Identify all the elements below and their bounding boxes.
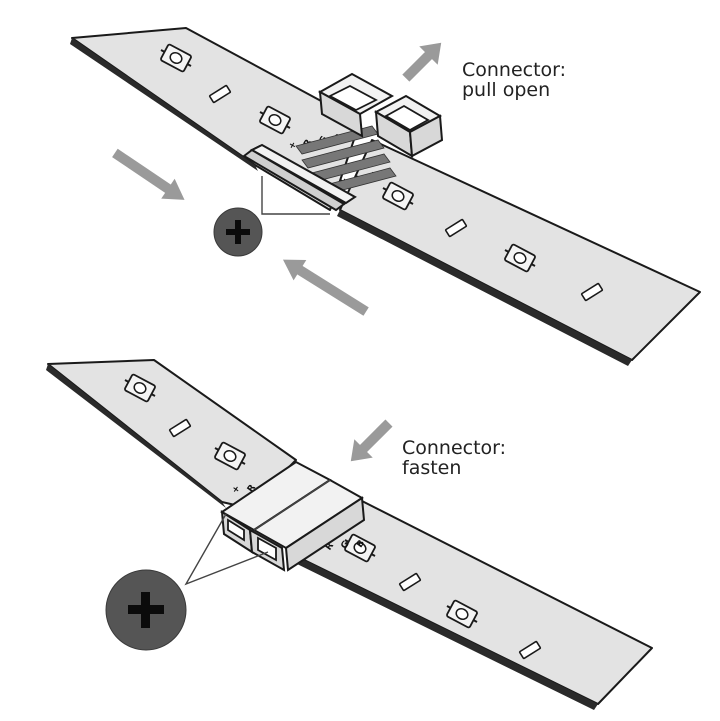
push-arrow-upper-left: [112, 148, 185, 200]
closed-connector: [220, 460, 366, 572]
led-chip: [382, 181, 414, 211]
pin-label: B: [355, 538, 367, 549]
resistor-chip: [580, 282, 604, 302]
resistor-chip: [208, 84, 232, 104]
resistor-chip: [518, 640, 542, 660]
led-chip: [124, 373, 156, 403]
polarity-plus-circle: [213, 207, 263, 257]
led-chip: [446, 599, 478, 629]
led-chip: [504, 243, 536, 273]
resistor-chip: [444, 218, 468, 238]
top-panel: + R G B: [70, 27, 701, 366]
polarity-plus-circle: [105, 569, 187, 651]
fasten-callout-title: Connector:: [402, 437, 506, 459]
polarity-callout-lines: [184, 513, 269, 586]
push-arrow-lower-right: [282, 259, 369, 316]
fasten-arrow: [350, 419, 393, 462]
pull-open-callout-action: pull open: [462, 79, 550, 101]
polarity-callout-bracket: [261, 176, 330, 215]
pin-label: +: [230, 484, 243, 496]
pin-label: G: [339, 539, 351, 551]
bottom-right-led-strip: + R G B: [293, 499, 653, 710]
open-connector: [242, 72, 444, 212]
connector-base-bar: [242, 143, 357, 212]
resistor-chip: [168, 418, 192, 438]
bottom-panel: + R G B: [46, 359, 653, 710]
led-chip: [214, 441, 246, 471]
connector-lid-left: [317, 72, 395, 138]
fasten-callout-action: fasten: [402, 457, 461, 479]
led-chip: [344, 533, 376, 563]
pin-label: R: [246, 483, 258, 494]
pull-open-callout-title: Connector:: [462, 59, 566, 81]
led-chip: [259, 105, 291, 135]
pin-label: +: [287, 140, 299, 152]
pull-open-arrow: [402, 42, 442, 82]
connector-lid-right: [373, 94, 444, 158]
pin-label: R: [324, 541, 336, 552]
led-chip: [160, 43, 192, 73]
resistor-chip: [398, 572, 422, 592]
